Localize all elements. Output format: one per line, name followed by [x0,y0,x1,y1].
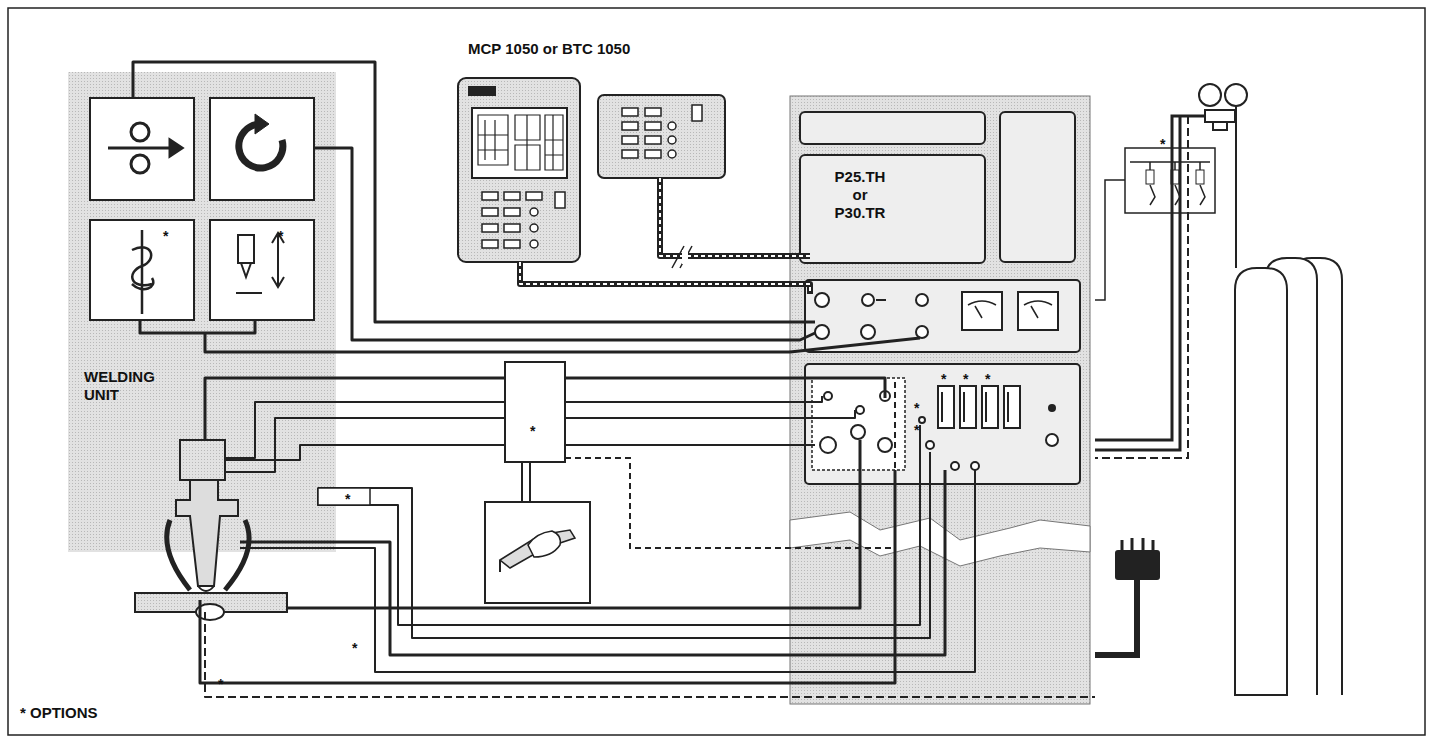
welding-unit-panel: WELDING UNIT [68,72,336,552]
option-mark: * [530,423,535,439]
unit-name: P25.TH or P30.TR [830,168,890,222]
option-mark: * [218,676,223,692]
option-mark: * [985,371,990,387]
option-mark: * [352,640,357,656]
unit-name: WELDING UNIT [84,368,179,404]
option-mark: * [914,422,919,438]
power-source-cabinet: P25.TH or P30.TR [790,96,1090,704]
cable-connector [336,351,790,354]
options-note: * OPTIONS [20,704,98,721]
option-mark: * [941,371,946,387]
option-mark: * [914,400,919,416]
option-mark: * [1160,136,1165,152]
option-mark: * [278,228,283,244]
option-mark: * [963,371,968,387]
controller-caption: MCP 1050 or BTC 1050 [468,40,630,57]
option-mark: * [345,491,350,507]
option-mark: * [163,228,168,244]
